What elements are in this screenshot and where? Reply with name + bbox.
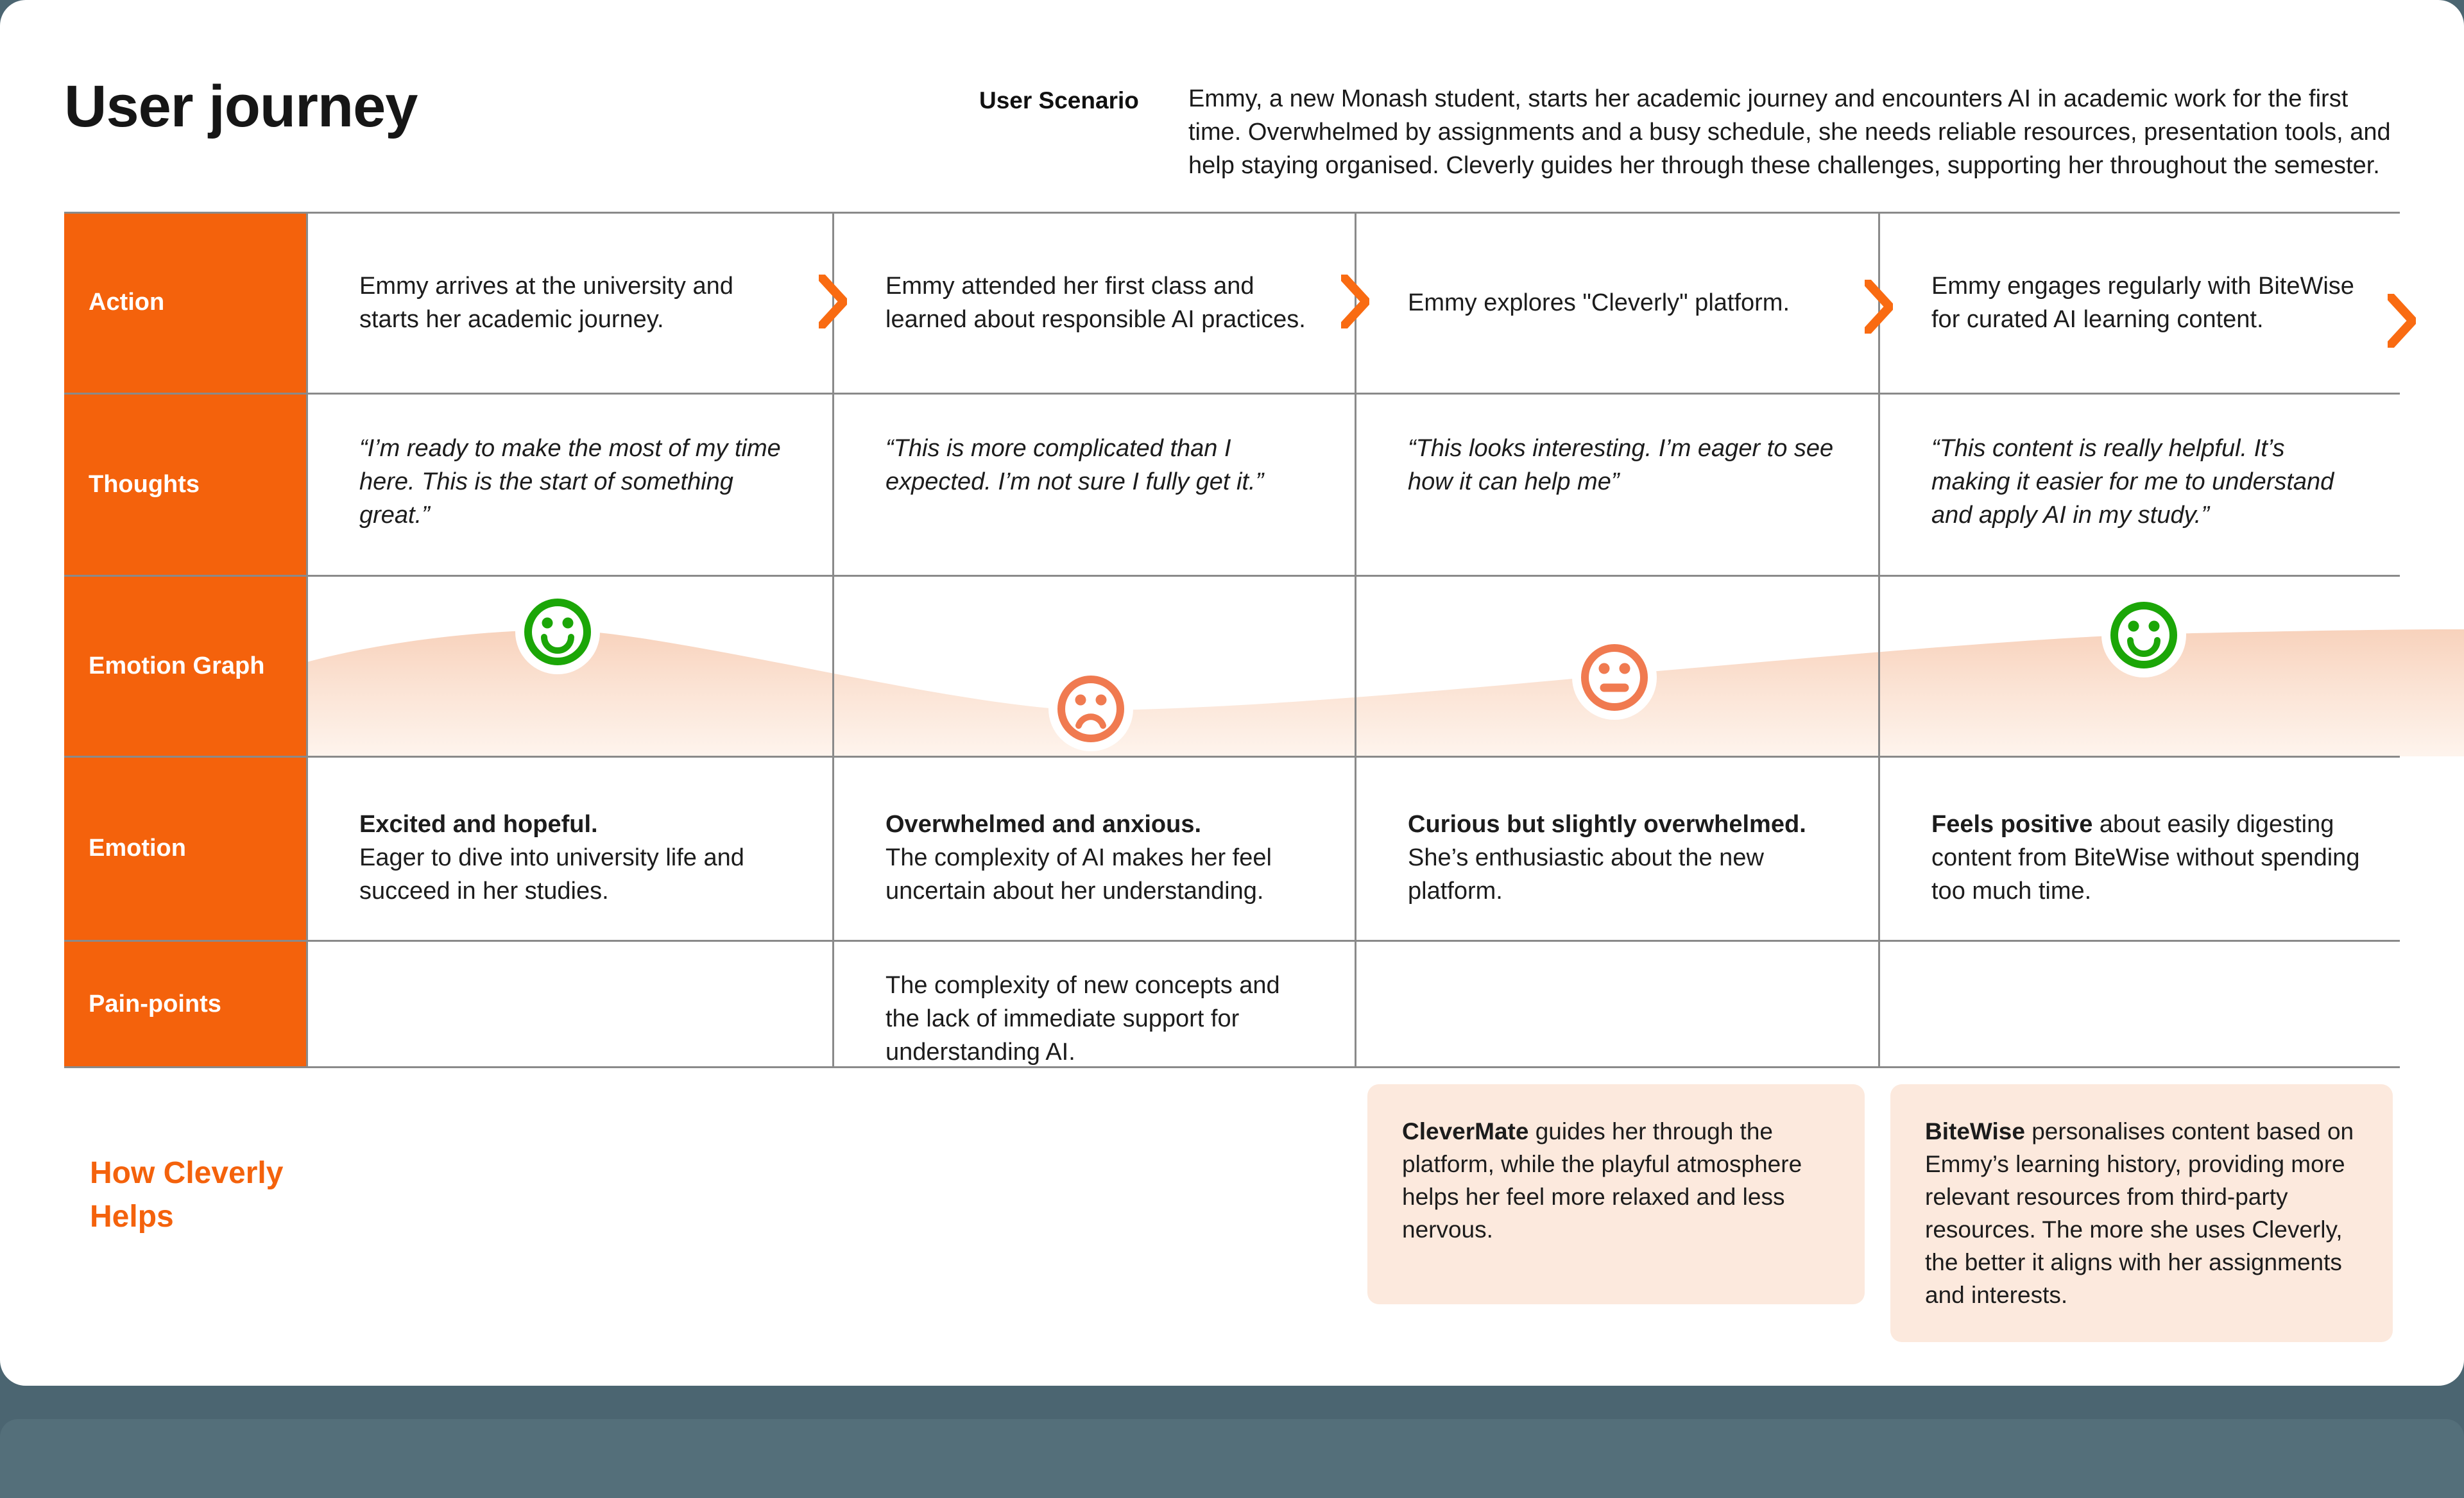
grid-line-h2: [64, 575, 2400, 577]
help-card-clevermate-text: guides her through the platform, while t…: [1402, 1118, 1802, 1243]
how-cleverly-helps-heading: How Cleverly Helps: [90, 1156, 284, 1234]
stage-arrow-icon-4: [2388, 294, 2416, 348]
grid-line-v3: [1878, 212, 1880, 1068]
journey-table: Action Thoughts Emotion Graph Emotion Pa…: [64, 212, 2400, 1068]
grid-line-v0: [306, 212, 308, 1068]
action-text-3: Emmy explores "Cleverly" platform.: [1408, 289, 1790, 316]
thought-text-1: “I’m ready to make the most of my time h…: [359, 435, 781, 529]
row-header-emotion: Emotion: [64, 756, 307, 941]
pain-cell-4: [1879, 941, 2400, 1068]
emotion-desc-2: The complexity of AI makes her feel unce…: [886, 844, 1272, 905]
help-card-bitewise-highlight: BiteWise: [1925, 1118, 2025, 1145]
grid-line-h4: [64, 940, 2400, 942]
pain-cell-3: [1355, 941, 1879, 1068]
stage-arrow-icon-1: [819, 275, 847, 328]
thought-cell-3: “This looks interesting. I’m eager to se…: [1355, 393, 1879, 575]
action-text-1: Emmy arrives at the university and start…: [359, 272, 733, 333]
emotion-cell-3: Curious but slightly overwhelmed. She’s e…: [1355, 756, 1879, 941]
help-card-clevermate-highlight: CleverMate: [1402, 1118, 1529, 1145]
action-text-2: Emmy attended her first class and learne…: [886, 272, 1306, 333]
action-cell-3: Emmy explores "Cleverly" platform.: [1355, 212, 1879, 393]
emotion-cell-1: Excited and hopeful. Eager to dive into u…: [307, 756, 833, 941]
grid-line-h3: [64, 756, 2400, 758]
row-header-action: Action: [64, 212, 307, 393]
grid-line-v1: [832, 212, 834, 1068]
thought-text-3: “This looks interesting. I’m eager to se…: [1408, 435, 1834, 495]
thought-cell-4: “This content is really helpful. It’s ma…: [1879, 393, 2400, 575]
emotion-desc-3: She’s enthusiastic about the new platfor…: [1408, 844, 1764, 905]
row-header-emotion-graph: Emotion Graph: [64, 575, 307, 756]
thought-text-4: “This content is really helpful. It’s ma…: [1931, 435, 2334, 529]
stage-arrow-icon-3: [1865, 280, 1893, 334]
action-cell-4: Emmy engages regularly with BiteWise for…: [1879, 212, 2400, 393]
thought-cell-1: “I’m ready to make the most of my time h…: [307, 393, 833, 575]
row-header-pain-points: Pain-points: [64, 941, 307, 1068]
pain-text-2: The complexity of new concepts and the l…: [886, 972, 1280, 1066]
grid-line-bottom: [64, 1066, 2400, 1068]
stage-arrow-icon-2: [1341, 275, 1369, 328]
pain-cell-1: [307, 941, 833, 1068]
footer-sheet: [0, 1419, 2464, 1498]
grid-line-h1: [64, 393, 2400, 395]
row-header-action-label: Action: [89, 289, 165, 316]
emotion-title-4: Feels positive: [1931, 811, 2093, 838]
emotion-cell-2: Overwhelmed and anxious. The complexity o…: [833, 756, 1355, 941]
help-card-bitewise-text: personalises content based on Emmy’s lea…: [1925, 1118, 2354, 1308]
emotion-cell-4: Feels positive about easily digesting co…: [1879, 756, 2400, 941]
help-card-bitewise: BiteWise personalises content based on E…: [1890, 1084, 2393, 1342]
thought-text-2: “This is more complicated than I expecte…: [886, 435, 1264, 495]
row-header-pain-points-label: Pain-points: [89, 991, 221, 1017]
grid-line-top: [64, 212, 2400, 214]
action-cell-1: Emmy arrives at the university and start…: [307, 212, 833, 393]
emotion-wave-chart: [307, 629, 2464, 756]
row-header-thoughts: Thoughts: [64, 393, 307, 575]
scenario-label: User Scenario: [979, 87, 1139, 114]
emotion-desc-1: Eager to dive into university life and s…: [359, 844, 744, 905]
row-header-emotion-graph-label: Emotion Graph: [89, 652, 265, 679]
grid-line-v2: [1355, 212, 1356, 1068]
help-card-clevermate: CleverMate guides her through the platfo…: [1367, 1084, 1865, 1304]
pain-cell-2: The complexity of new concepts and the l…: [833, 941, 1355, 1068]
emotion-wave-path: [307, 629, 2464, 756]
emotion-title-1: Excited and hopeful.: [359, 811, 598, 838]
scenario-text: Emmy, a new Monash student, starts her a…: [1188, 85, 2391, 179]
emotion-title-3: Curious but slightly overwhelmed.: [1408, 811, 1806, 838]
action-text-4: Emmy engages regularly with BiteWise for…: [1931, 272, 2354, 333]
row-header-thoughts-label: Thoughts: [89, 470, 200, 498]
row-header-emotion-label: Emotion: [89, 835, 186, 862]
emotion-desc-4: about easily digesting content from Bite…: [1931, 811, 2360, 905]
emotion-title-2: Overwhelmed and anxious.: [886, 811, 1202, 838]
action-cell-2: Emmy attended her first class and learne…: [833, 212, 1355, 393]
thought-cell-2: “This is more complicated than I expecte…: [833, 393, 1355, 575]
page-title: User journey: [64, 74, 418, 139]
